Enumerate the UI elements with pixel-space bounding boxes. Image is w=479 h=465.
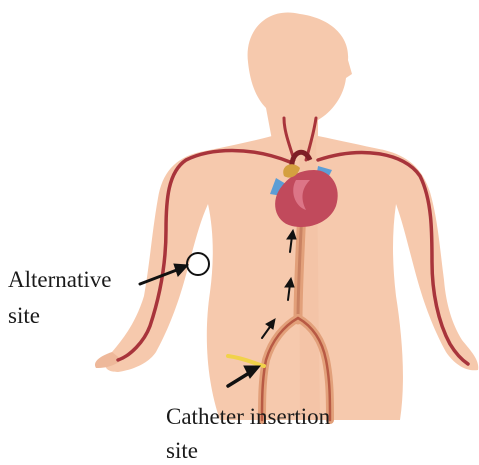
alternative-site-label-line1: Alternative xyxy=(8,266,111,294)
catheter-insertion-label-line2: site xyxy=(166,437,198,465)
alternative-site-marker xyxy=(187,253,209,275)
head xyxy=(248,12,352,140)
alternative-site-label-line2: site xyxy=(8,302,40,330)
catheter-insertion-label-line1: Catheter insertion xyxy=(166,403,330,431)
